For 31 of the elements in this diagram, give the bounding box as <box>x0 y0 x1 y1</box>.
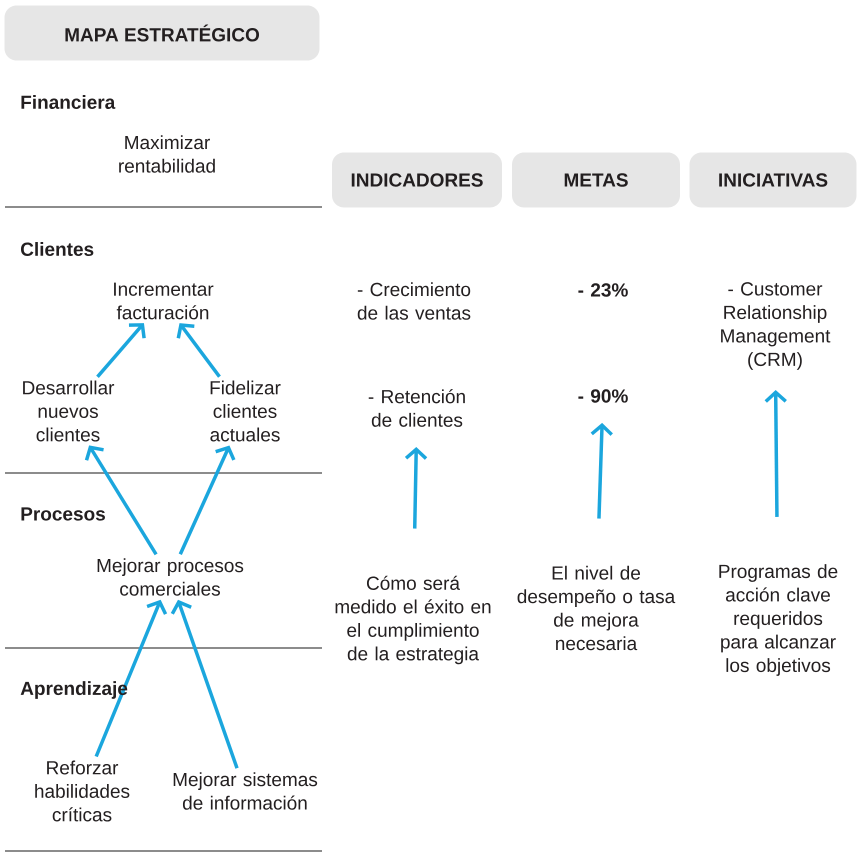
target-value: - 90% <box>578 389 628 403</box>
arrow <box>178 446 236 555</box>
node-text: - Customer Relationship Management (CRM) <box>721 282 830 370</box>
node-text: Mejorar sistemas de información <box>174 772 318 810</box>
arrow <box>96 323 146 378</box>
arrow <box>94 600 168 758</box>
arrow <box>590 422 613 519</box>
column-header: METAS <box>512 152 680 208</box>
section-label: Clientes <box>21 242 94 256</box>
node-text: El nivel de desempeño o tasa de mejora necesaria <box>518 566 676 650</box>
arrow <box>764 390 787 517</box>
arrow <box>84 445 158 556</box>
node-text: Mejorar procesos comerciales <box>98 558 244 596</box>
node-text: Maximizar rentabilidad <box>119 135 215 173</box>
node-text: Desarrollar nuevos clientes <box>23 380 114 442</box>
node-text: - Crecimiento de las ventas <box>358 282 470 320</box>
node-text: Incrementar facturación <box>114 282 214 320</box>
node-text: - Retención de clientes <box>368 389 465 427</box>
node-text: Reforzar habilidades críticas <box>35 760 130 822</box>
node-text: Cómo será medido el éxito en el cumplimiento de la estrategia <box>336 576 490 664</box>
arrow <box>404 447 428 529</box>
column-header: INICIATIVAS <box>690 152 856 208</box>
section-label: Financiera <box>21 95 116 109</box>
node-text: Programas de acción clave requeridos para alcanzar los objetivos <box>719 564 838 676</box>
column-header: MAPA ESTRATÉGICO <box>4 6 320 60</box>
column-header: INDICADORES <box>332 152 502 208</box>
target-value: - 23% <box>578 283 628 297</box>
arrow <box>170 600 239 769</box>
node-text: Fidelizar clientes actuales <box>210 380 281 442</box>
arrow <box>176 323 221 378</box>
section-label: Procesos <box>21 507 105 521</box>
